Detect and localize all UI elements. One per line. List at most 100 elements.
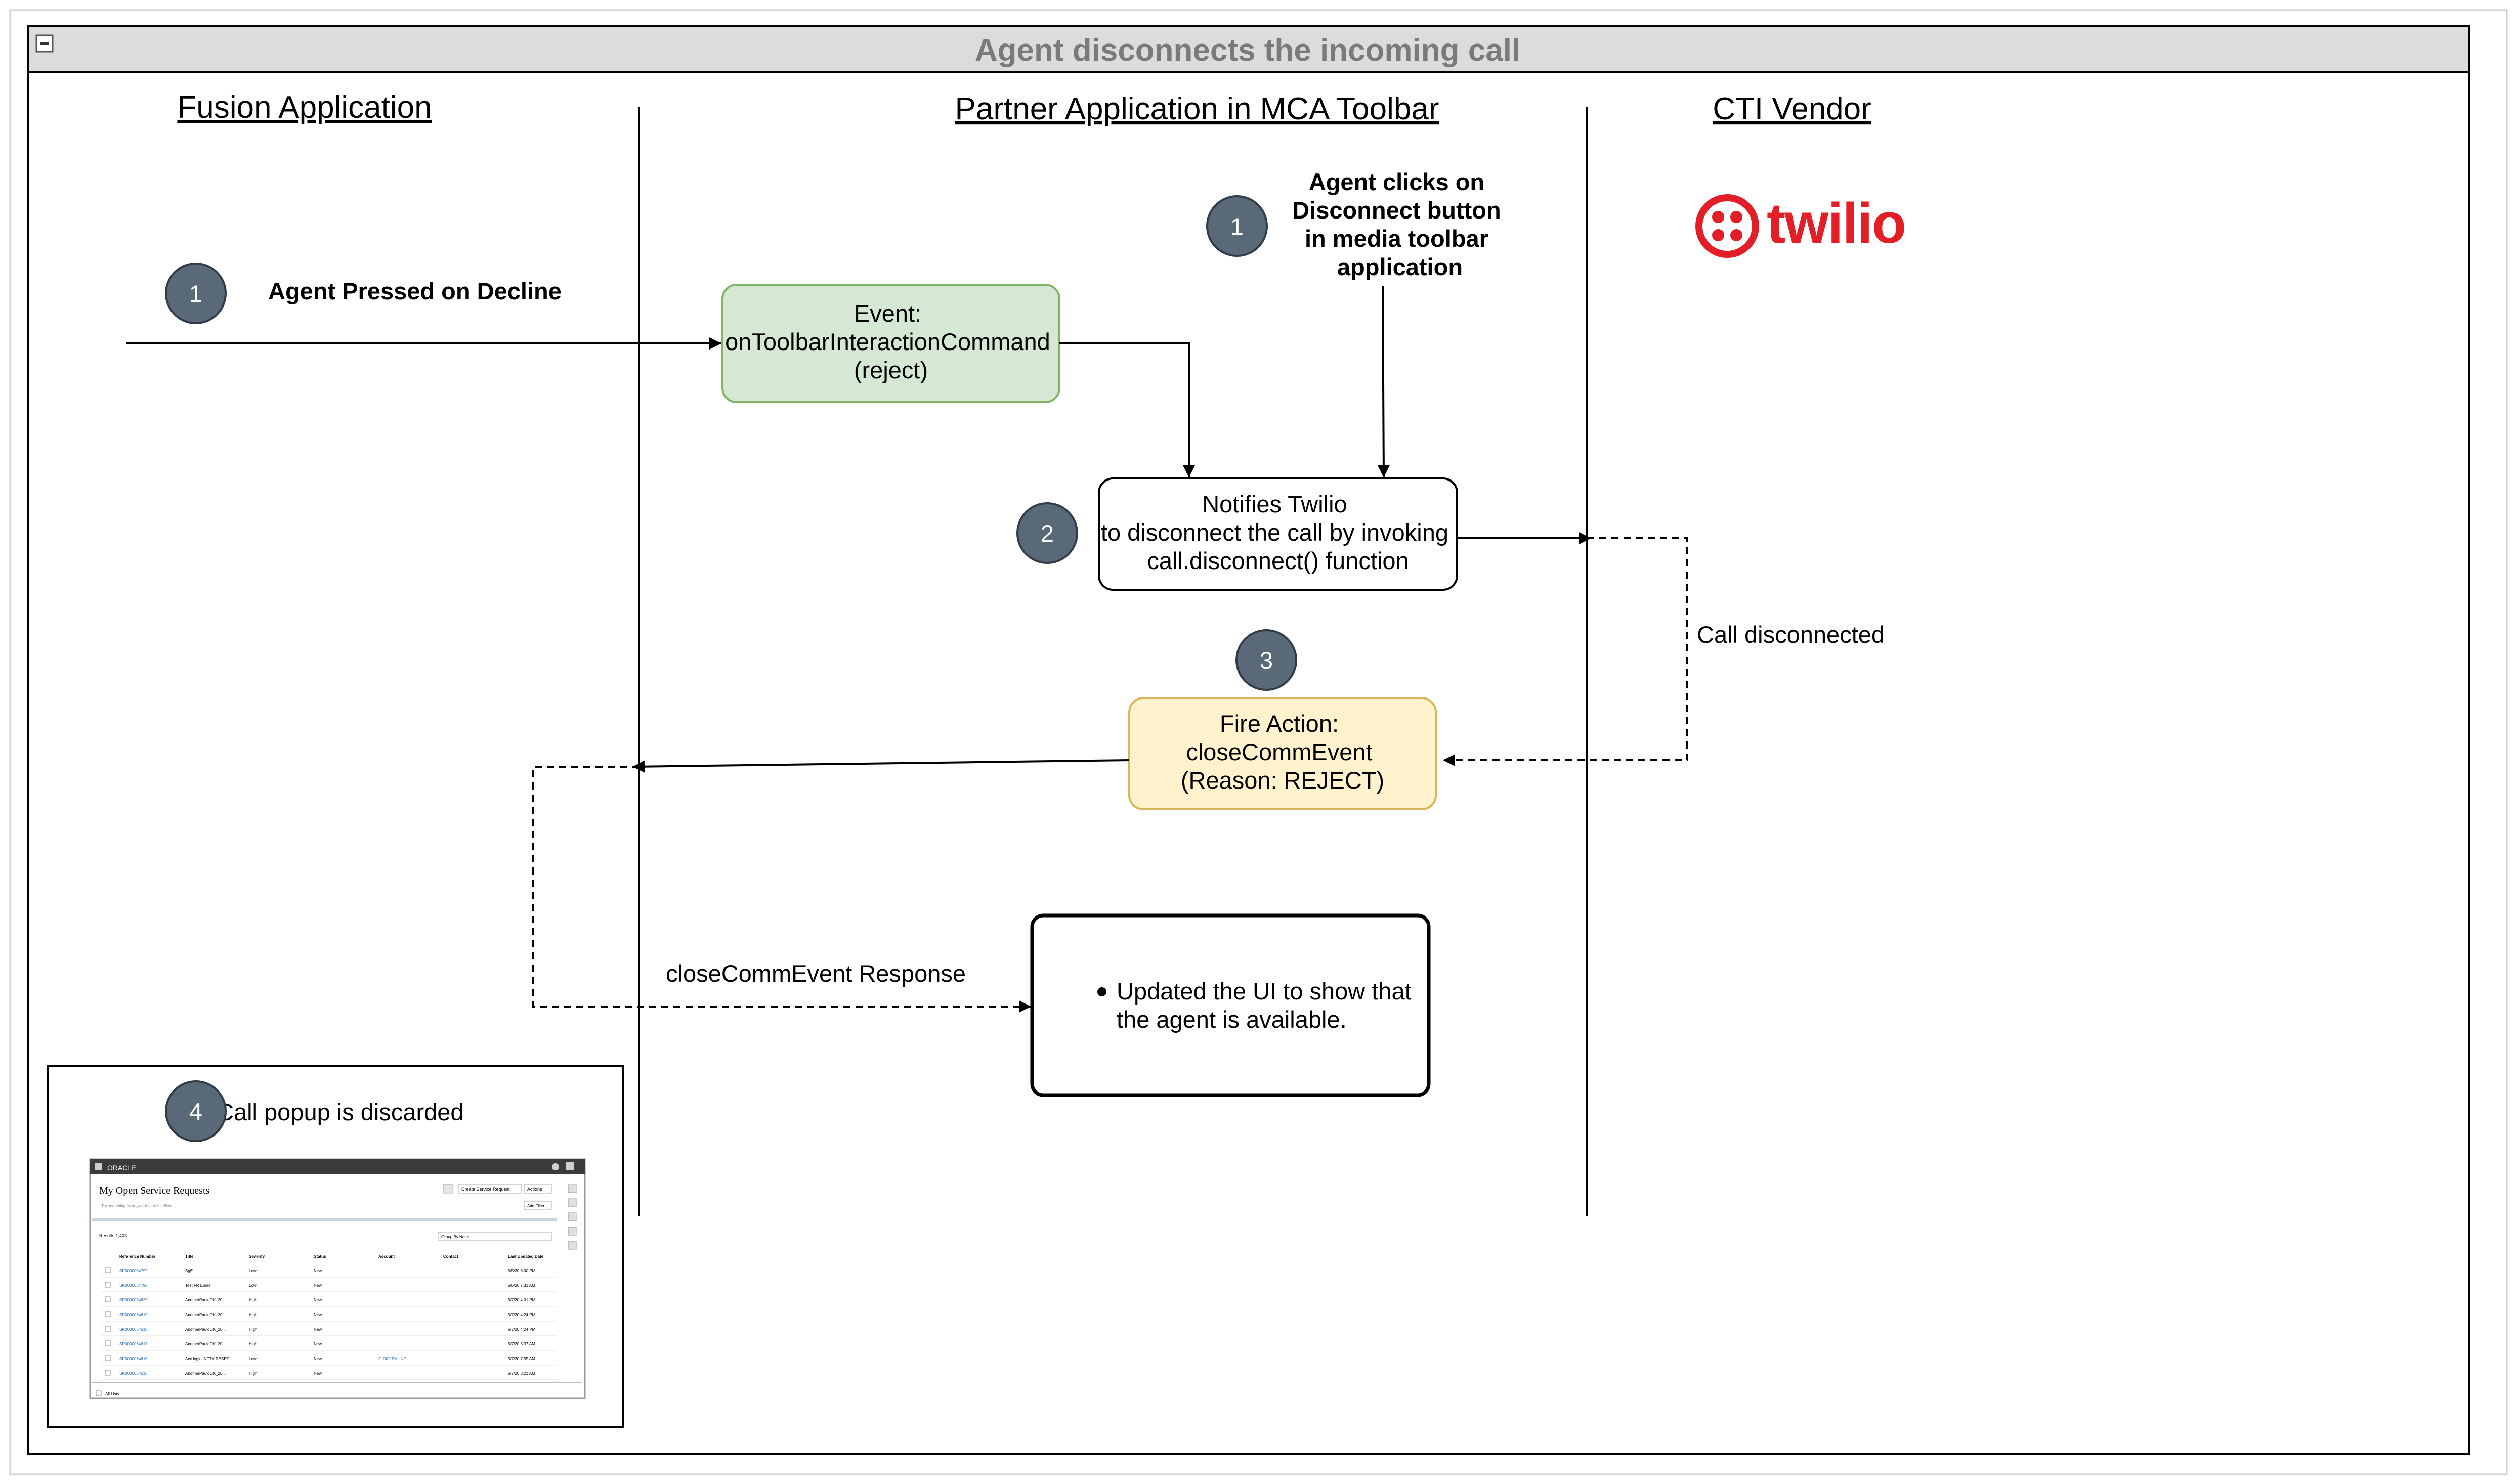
edge-event-to-notify [1059,342,1195,477]
step-1-right-label: Agent clicks on Disconnect button in med… [1292,168,1508,280]
thumbnail-groupby-select [438,1232,552,1241]
step-badge-3 [1235,629,1297,691]
thumbnail-row-checkbox [105,1326,111,1332]
thumbnail-cell: High [249,1371,257,1376]
edge-close-response [532,766,1031,1013]
thumbnail-cell: New [314,1342,322,1346]
frame-header [27,25,2470,73]
twilio-logo-icon [1695,194,1759,258]
thumbnail-avatar-icon [566,1162,574,1170]
step-1-left-label: Agent Pressed on Decline [268,278,562,304]
thumbnail-cell: G-DIGITAL INC [378,1357,406,1361]
thumbnail-col: Severity [249,1254,265,1259]
thumbnail-row-checkbox [105,1267,111,1273]
thumbnail-footer: All Lists [105,1392,119,1396]
thumbnail-settings-icon [443,1184,453,1194]
step-badge-2 [1016,502,1078,564]
thumbnail-cell: Low [249,1283,257,1288]
thumbnail-cell: SR0000064615 [119,1371,148,1376]
collapse-box-icon[interactable] [35,34,54,53]
thumbnail-cell: 5/7/20 4:01 PM [508,1298,536,1302]
thumbnail-create-label: Create Service Request [461,1187,510,1192]
thumbnail-row-checkbox [105,1282,111,1288]
twilio-logo: twilio [1695,192,1906,258]
thumbnail-cell: High [249,1342,257,1346]
thumbnail-cell: High [249,1298,257,1302]
thumbnail-cell: New [314,1283,322,1288]
thumbnail-cell: 5/7/20 4:24 PM [508,1313,536,1317]
event-node: Event: onToolbarInteractionCommand (reje… [721,284,1060,403]
step-badge-4 [165,1080,227,1142]
thumbnail-col: Reference Number [119,1254,155,1259]
lane-title-cti: CTI Vendor [1713,92,1871,126]
thumbnail-cell: SR0000064618 [119,1327,148,1332]
lane-title-fusion: Fusion Application [177,90,432,125]
thumbnail-cell: Acc login INFTY RESET... [185,1357,232,1361]
thumbnail-cell: New [314,1298,322,1302]
thumbnail-filter-strip [92,1218,557,1221]
page-border [9,9,2508,1475]
collapse-button[interactable] [35,34,54,53]
thumbnail-cell: New [314,1269,322,1273]
step-4-box: Call popup is discarded 4 ORACLE My Open… [47,1065,624,1428]
thumbnail-actions-button [524,1184,552,1194]
thumbnail-create-button [458,1184,522,1194]
thumbnail-col: Title [185,1254,194,1259]
thumbnail-cell: High [249,1313,257,1317]
edge-call-disconnected [1443,537,1688,766]
step-number-1-left: 1 [189,280,202,307]
thumbnail-cell: New [314,1327,322,1332]
fire-action-node-text: Fire Action: closeCommEvent (Reason: REJ… [1181,710,1384,794]
thumbnail-heading: My Open Service Requests [99,1185,210,1196]
thumbnail-col: Last Updated Date [508,1254,544,1259]
thumbnail-cell: New [314,1371,322,1376]
thumbnail-cell: 5/7/20 4:24 PM [508,1327,536,1332]
step-badge-1-right [1206,195,1268,257]
thumbnail-menu-icon [95,1163,102,1170]
thumbnail-cell: Low [249,1357,257,1361]
thumbnail-add-filter-label: Add Filter [527,1204,545,1208]
thumbnail-sidebar-icons [568,1184,577,1250]
thumbnail-border [89,1158,586,1399]
thumbnail-col: Contact [443,1254,458,1259]
thumbnail-cell: SR0000064616 [119,1357,148,1361]
thumbnail-cell: 5/7/20 7:55 AM [508,1357,535,1361]
thumbnail-cell: AnotherPauloOK_20... [185,1327,226,1332]
step-number-4: 4 [189,1098,202,1125]
step-4-label: Call popup is discarded [217,1099,464,1125]
step-1-right: 1 Agent clicks on Disconnect button in m… [1206,168,1508,280]
thumbnail-cell: Low [249,1269,257,1273]
step-number-3: 3 [1260,647,1273,674]
thumbnail-row-checkbox [105,1296,111,1302]
notify-node: Notifies Twilio to disconnect the call b… [1098,477,1458,591]
fire-action-node: Fire Action: closeCommEvent (Reason: REJ… [1128,697,1437,810]
thumbnail-cell: SR0000064798 [119,1283,148,1288]
thumbnail-hint: Try searching by keyword to refine filte… [101,1204,172,1208]
edges [126,286,1688,1013]
thumbnail-cell: AnotherPauloOK_20... [185,1371,226,1376]
updated-ui-node: Updated the UI to show that the agent is… [1030,913,1431,1097]
frame-title: Agent disconnects the incoming call [975,33,1520,68]
thumbnail-actions-label: Actions [527,1187,542,1192]
thumbnail-topbar [90,1159,585,1174]
step-1-left: 1 Agent Pressed on Decline [165,263,562,324]
thumbnail-cell: SR0000064620 [119,1298,148,1302]
thumbnail-cell: AnotherPauloOK_20... [185,1313,226,1317]
service-requests-thumbnail: ORACLE My Open Service Requests Create S… [89,1158,586,1399]
thumbnail-results: Results 1,403 [99,1233,127,1238]
thumbnail-cell: New [314,1313,322,1317]
thumbnail-cell: High [249,1327,257,1332]
thumbnail-row-checkbox [105,1311,111,1317]
thumbnail-cell: 5/5/20 8:00 PM [508,1269,536,1273]
notify-node-box [1098,477,1458,591]
updated-ui-node-box [1030,913,1431,1097]
edge-label-call-disconnected: Call disconnected [1697,621,1885,648]
